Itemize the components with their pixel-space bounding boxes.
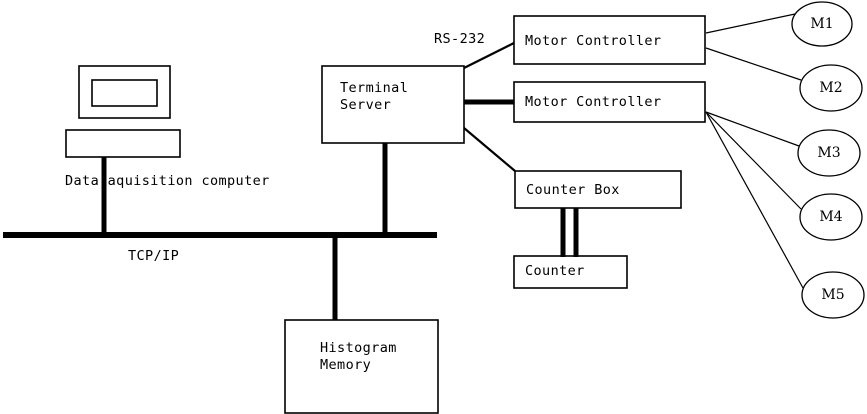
- counter-box-label: Counter Box: [526, 182, 620, 198]
- counter-label: Counter: [525, 263, 585, 279]
- motor-m5-label: M5: [821, 287, 845, 303]
- motor-m3-ellipse[interactable]: [797, 129, 861, 177]
- terminal-server-label-line1: Terminal: [340, 80, 409, 96]
- counter-box-box[interactable]: [514, 170, 682, 209]
- link-terminal-server-to-motor-controller-1: [463, 42, 515, 69]
- motor-controller-1-label: Motor Controller: [525, 33, 662, 49]
- link-motor-controller-1-to-m1: [705, 13, 796, 34]
- link-motor-controller-2-to-m5: [705, 111, 804, 289]
- motor-m4-label: M4: [819, 209, 843, 225]
- monitor-screen-icon: [91, 79, 158, 107]
- rs232-label: RS-232: [434, 31, 486, 47]
- histogram-memory-label-line1: Histogram: [320, 340, 397, 356]
- link-motor-controller-2-to-m4: [705, 111, 802, 210]
- motor-m1-ellipse[interactable]: [791, 1, 853, 47]
- motor-controller-2-label: Motor Controller: [525, 94, 662, 110]
- workstation-label: Data aquisition computer: [65, 173, 270, 189]
- link-motor-controller-2-to-m3: [705, 111, 800, 147]
- tcpip-bus-label: TCP/IP: [128, 248, 180, 264]
- link-terminal-server-to-counter-box: [463, 127, 516, 172]
- histogram-memory-box[interactable]: [284, 319, 439, 414]
- motor-m4-ellipse[interactable]: [799, 193, 863, 241]
- motor-m3-label: M3: [817, 145, 841, 161]
- motor-m1-label: M1: [810, 16, 834, 32]
- motor-m2-ellipse[interactable]: [799, 64, 863, 112]
- motor-controller-1-box[interactable]: [513, 15, 706, 65]
- computer-chassis-icon: [65, 129, 181, 158]
- terminal-server-label-line2: Server: [340, 97, 392, 113]
- motor-m5-ellipse[interactable]: [801, 271, 865, 319]
- terminal-server-box[interactable]: [321, 65, 465, 144]
- link-motor-controller-1-to-m2: [705, 47, 802, 81]
- histogram-memory-label-line2: Memory: [320, 357, 372, 373]
- motor-m2-label: M2: [819, 80, 843, 96]
- counter-box[interactable]: [513, 255, 628, 289]
